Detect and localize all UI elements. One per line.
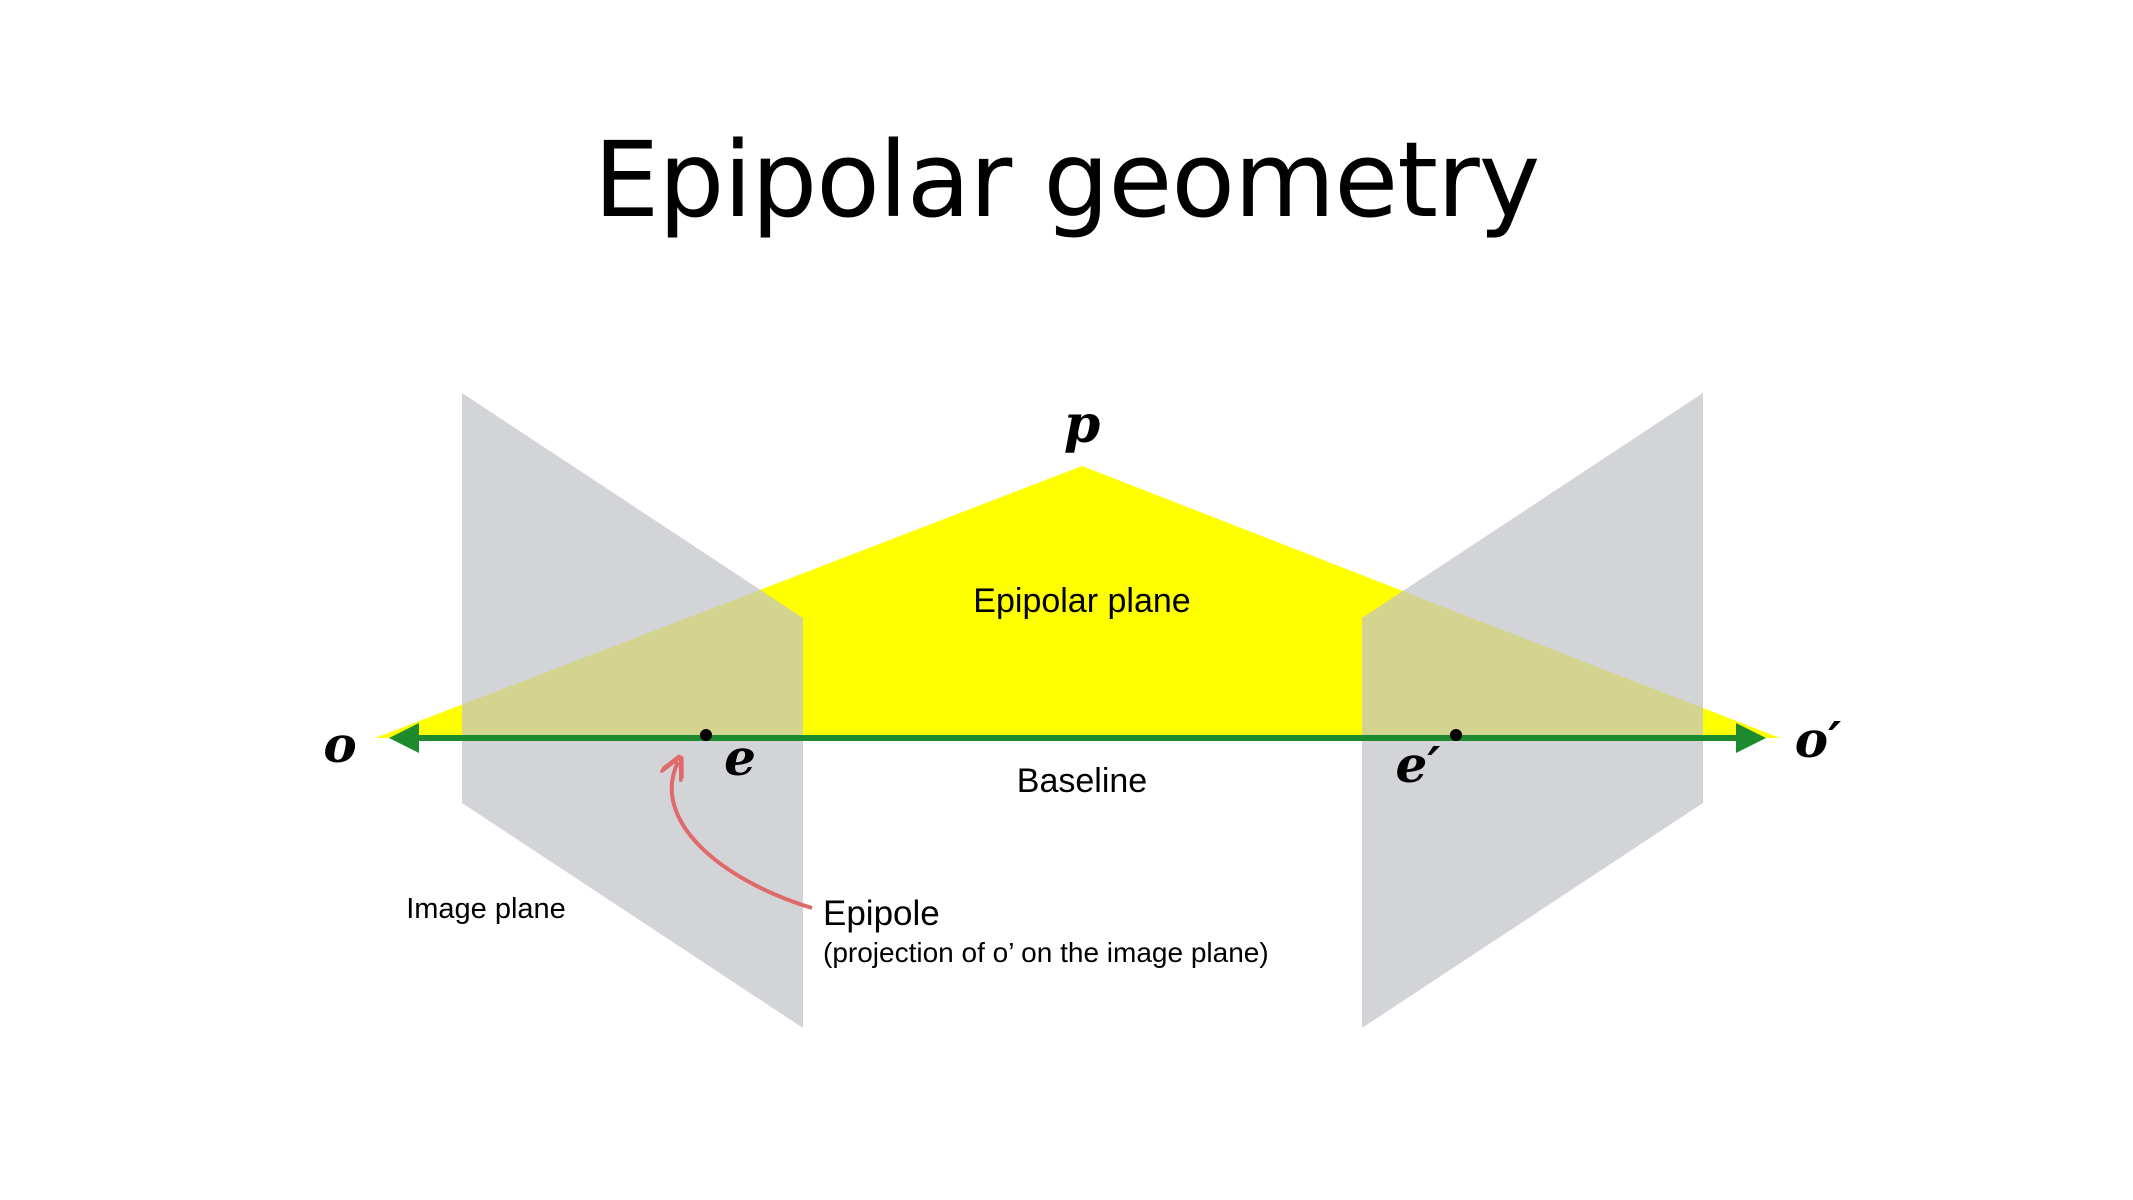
epipole-pointer-arrow — [672, 762, 813, 910]
right-image-plane — [1362, 393, 1703, 1028]
center-right-label: o′ — [1795, 710, 1842, 769]
left-image-plane — [462, 393, 803, 1028]
epipole-label: Epipole — [823, 894, 940, 933]
image-plane-label: Image plane — [406, 893, 566, 925]
epipole-left-label: e — [724, 728, 756, 787]
center-left-label: o — [323, 715, 356, 774]
slide-title: Epipolar geometry — [593, 119, 1541, 241]
baseline-label: Baseline — [1017, 762, 1147, 800]
point-p-label: p — [1064, 394, 1100, 455]
epipole-note-label: (projection of o’ on the image plane) — [823, 937, 1269, 968]
epipole-left-dot — [700, 729, 712, 741]
epipolar-plane-label: Epipolar plane — [973, 582, 1190, 620]
epipole-right-label: e′ — [1396, 735, 1441, 794]
epipole-right-dot — [1450, 729, 1462, 741]
